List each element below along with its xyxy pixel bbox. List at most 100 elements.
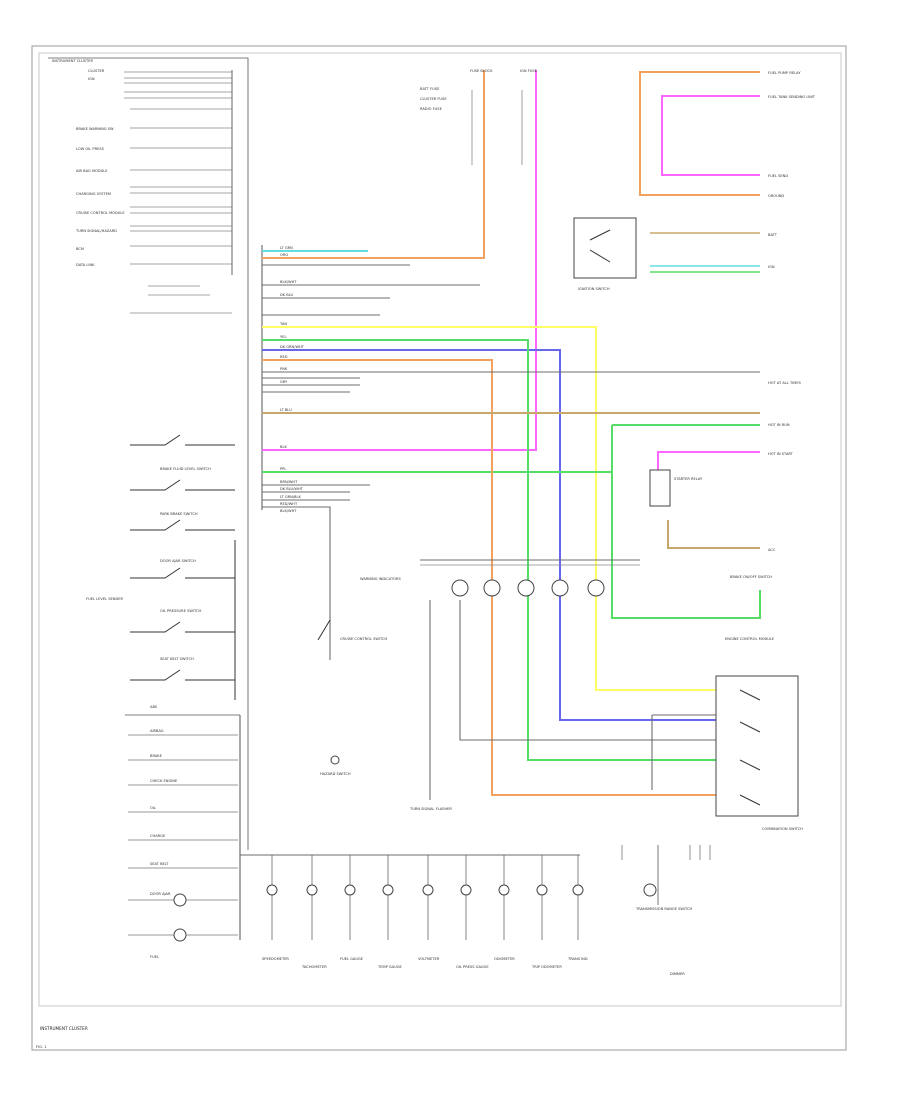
indicator-3: CHECK ENGINE — [150, 779, 178, 783]
cluster-label-1: IGN — [88, 77, 95, 81]
gauge-lamp-2 — [517, 579, 535, 597]
wire-label-5: YEL — [280, 335, 286, 339]
wire-orange-bottom — [262, 359, 716, 796]
cluster-label-8: BCM — [76, 247, 84, 251]
footer-page-mark: FIG. 1 — [36, 1045, 46, 1049]
wire-orange-tr — [639, 71, 760, 196]
wire-label-0: LT GRN — [280, 246, 293, 250]
gauge-lamp-1 — [483, 579, 501, 597]
wire-label-1: ORG — [280, 253, 288, 257]
bottom-gauge-6: ODOMETER — [494, 957, 515, 961]
lower-label-4: SEAT BELT SWITCH — [160, 657, 194, 661]
lower-indicators: ABS AIRBAG BRAKE CHECK ENGINE OIL CHARGE… — [125, 705, 241, 959]
ecm-label: ENGINE CONTROL MODULE — [725, 637, 775, 641]
gray-wires — [240, 264, 760, 856]
bottom-gauge-4: VOLTMETER — [418, 957, 440, 961]
bottom-gauge-7: TRIP ODOMETER — [531, 965, 562, 969]
center-lower-components: CRUISE CONTROL SWITCH HAZARD SWITCH TURN… — [317, 619, 452, 811]
bottom-right-component: TRANSMISSION RANGE SWITCH DIMMER — [621, 845, 711, 976]
bottom-gauge-2: FUEL GAUGE — [340, 957, 364, 961]
bottom-gauge-5: OIL PRESS GAUGE — [456, 965, 489, 969]
wire-label-14: DK BLU/WHT — [280, 487, 304, 491]
right-label-batt: BATT — [768, 233, 778, 237]
wire-label-6: DK GRN/WHT — [280, 345, 305, 349]
cluster-label-3: LOW OIL PRESS — [76, 147, 105, 151]
right-lower-label: TRANSMISSION RANGE SWITCH — [635, 907, 693, 911]
indicator-6: SEAT BELT — [150, 862, 169, 866]
top-right-components: FUEL PUMP RELAY FUEL TANK SENDING UNIT F… — [768, 71, 816, 198]
right-mid-labels: HOT AT ALL TIMES HOT IN RUN HOT IN START… — [649, 381, 802, 579]
instrument-cluster: INSTRUMENT CLUSTER CLUST — [48, 57, 249, 850]
brake-switch-label: BRAKE ON/OFF SWITCH — [730, 575, 772, 579]
cluster-top-label: INSTRUMENT CLUSTER — [52, 59, 93, 63]
cluster-label-9: DATA LINK — [76, 263, 95, 267]
top-center-fuses: FUSE BLOCK IGN FUSE BATT FUSE CLUSTER FU… — [420, 69, 538, 165]
wire-tan-lr — [667, 520, 760, 549]
wire-pink — [262, 70, 537, 451]
hazard-label: HAZARD SWITCH — [320, 772, 351, 776]
indicator-0: ABS — [150, 705, 158, 709]
wire-green-a — [262, 339, 716, 761]
wire-pink-tr — [661, 95, 760, 176]
gauge-lamp-0 — [451, 579, 469, 597]
wire-label-8: PNK — [280, 367, 288, 371]
lower-label-1: PARK BRAKE SWITCH — [160, 512, 198, 516]
fuse-label-4: RADIO FUSE — [420, 107, 443, 111]
colored-wires — [262, 70, 761, 796]
cruise-switch-label: CRUISE CONTROL SWITCH — [340, 637, 387, 641]
indicator-5: CHARGE — [150, 834, 166, 838]
cluster-label-6: CRUISE CONTROL MODULE — [76, 211, 125, 215]
starter-relay-label: STARTER RELAY — [674, 477, 703, 481]
lower-label-3: OIL PRESSURE SWITCH — [160, 609, 201, 613]
fuse-label-2: BATT FUSE — [420, 87, 440, 91]
wire-green-c — [611, 424, 761, 619]
ecm-lower-label: COMBINATION SWITCH — [762, 827, 803, 831]
wire-label-12: PPL — [280, 467, 286, 471]
ignition-switch: IGNITION SWITCH BATT IGN — [573, 217, 778, 291]
fuse-label-3: CLUSTER FUSE — [420, 97, 447, 101]
cluster-label-5: CHARGING SYSTEM — [76, 192, 111, 196]
lower-label-2: DOOR AJAR SWITCH — [160, 559, 196, 563]
fuse-label-0: FUSE BLOCK — [470, 69, 493, 73]
footer-caption: INSTRUMENT CLUSTER — [40, 1026, 88, 1031]
wire-label-15: LT GRN/BLK — [280, 495, 301, 499]
bottom-gauge-8: TRANS IND — [567, 957, 588, 961]
wire-pink-mr — [657, 451, 760, 470]
indicator-7: DOOR AJAR — [150, 892, 171, 896]
bottom-gauge-1: TACHOMETER — [301, 965, 327, 969]
indicator-2: BRAKE — [150, 754, 163, 758]
ignition-switch-label: IGNITION SWITCH — [578, 287, 610, 291]
cluster-upper-traces — [124, 71, 232, 314]
cluster-left-labels: CLUSTER IGN BRAKE WARNING SW LOW OIL PRE… — [75, 69, 125, 267]
lower-label-5: FUEL LEVEL SENDER — [86, 597, 124, 601]
wire-label-16: RED/WHT — [280, 502, 298, 506]
top-right-b-label: FUEL TANK SENDING UNIT — [768, 95, 816, 99]
fuse-label-1: IGN FUSE — [520, 69, 538, 73]
right-label-ign: IGN — [768, 265, 775, 269]
right-label-hot-all: HOT AT ALL TIMES — [768, 381, 802, 385]
lower-label-0: BRAKE FLUID LEVEL SWITCH — [160, 467, 211, 471]
lower-left-labels: BRAKE FLUID LEVEL SWITCH PARK BRAKE SWIT… — [86, 467, 211, 661]
bottom-gauge-row: SPEEDOMETER TACHOMETER FUEL GAUGE TEMP G… — [262, 855, 588, 969]
wire-label-17: BLK/WHT — [280, 509, 297, 513]
right-label-acc: ACC — [768, 548, 776, 552]
indicator-4: OIL — [150, 806, 156, 810]
wire-label-7: RED — [280, 355, 288, 359]
cluster-label-7: TURN SIGNAL/HAZARD — [75, 229, 117, 233]
cluster-label-0: CLUSTER — [88, 69, 105, 73]
indicator-1: AIRBAG — [150, 729, 164, 733]
indicator-8: FUEL — [150, 955, 159, 959]
right-label-ground: GROUND — [768, 194, 784, 198]
cluster-label-4: AIR BAG MODULE — [76, 169, 108, 173]
wire-label-10: LT BLU — [280, 408, 292, 412]
engine-control-module: ENGINE CONTROL MODULE COMBINATION SWITCH — [715, 637, 803, 831]
top-right-a-label: FUEL PUMP RELAY — [768, 71, 801, 75]
wire-blue — [262, 349, 716, 721]
wire-label-11: BLK — [280, 445, 287, 449]
right-label-fuel-send: FUEL SEND — [768, 174, 788, 178]
wire-label-2: BLK/WHT — [280, 280, 297, 284]
wire-orange-top — [262, 70, 485, 259]
right-label-hot-start: HOT IN START — [768, 452, 794, 456]
gauge-lamp-4 — [587, 579, 605, 597]
